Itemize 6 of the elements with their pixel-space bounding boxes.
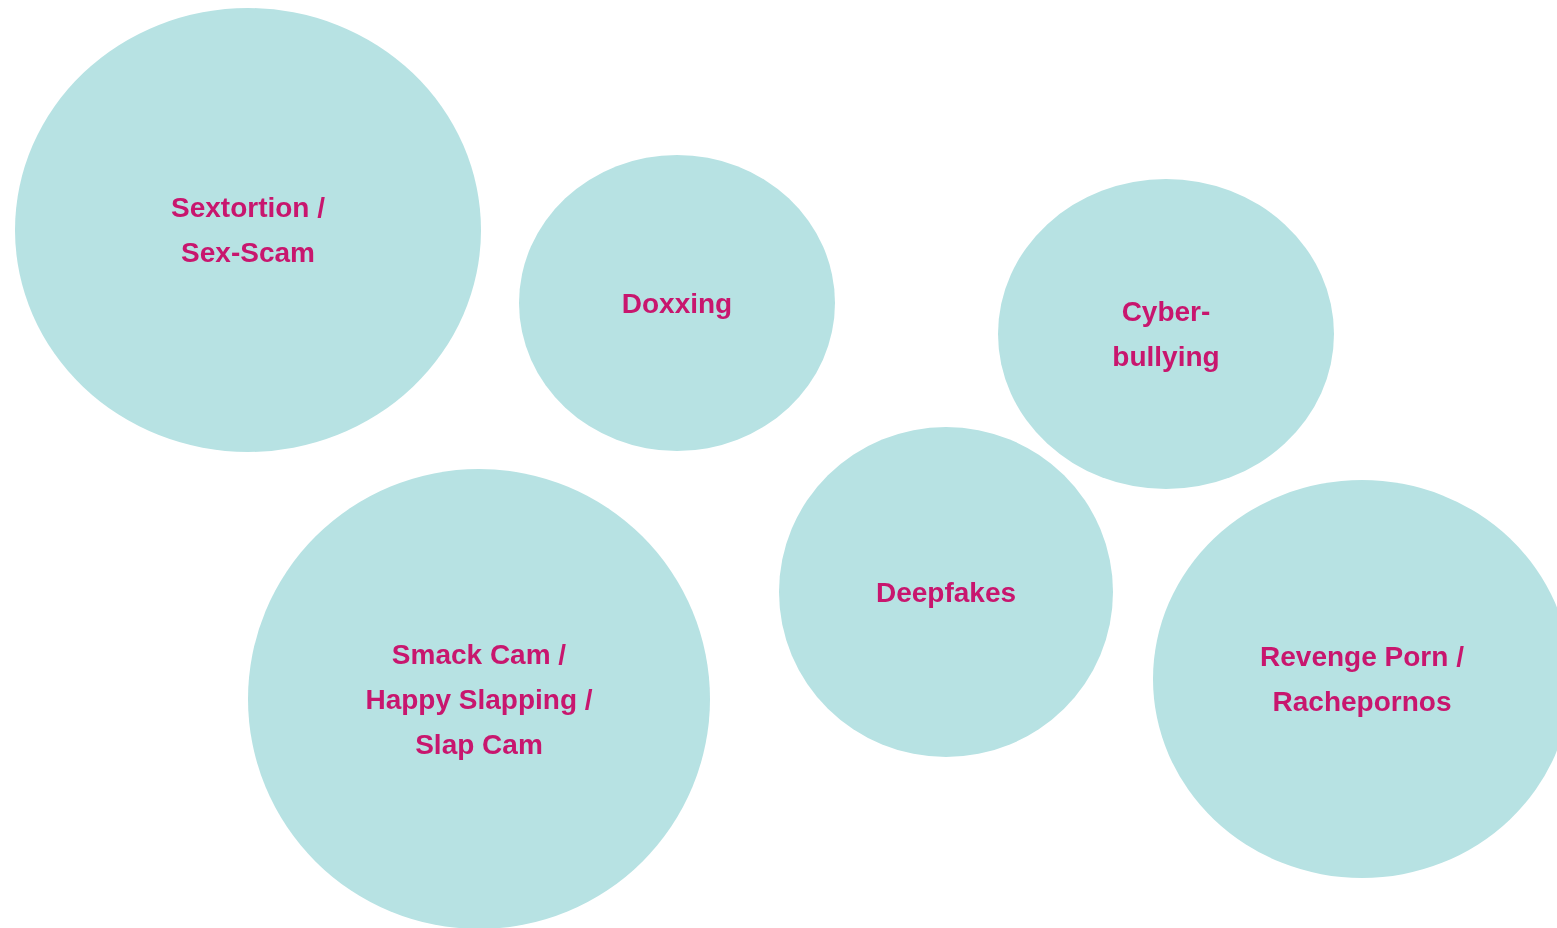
- bubble-label: Deepfakes: [874, 575, 1018, 610]
- bubble-label: Cyber-bullying: [1111, 295, 1221, 374]
- bubble-label: Doxxing: [620, 286, 734, 321]
- bubble-label: Sextortion / Sex-Scam: [170, 191, 326, 270]
- bubble-label: Smack Cam / Happy Slapping / Slap Cam: [364, 637, 594, 762]
- bubble-label: Revenge Porn / Rachepornos: [1259, 640, 1465, 719]
